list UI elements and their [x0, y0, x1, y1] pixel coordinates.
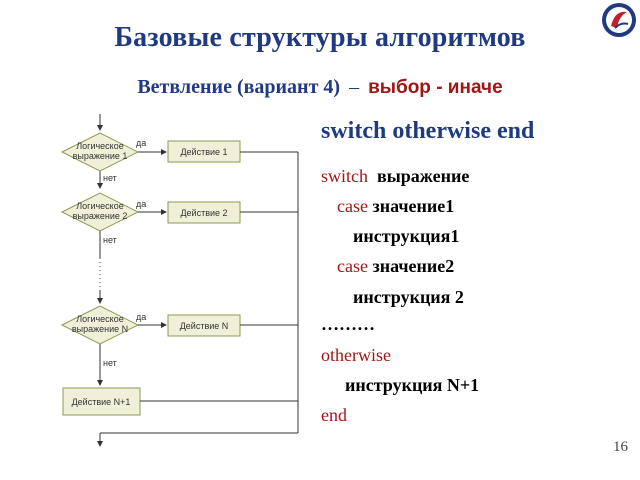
code-line-4: case значение2 — [337, 256, 454, 277]
code-line-3: инструкция1 — [353, 226, 460, 246]
code-line-7: otherwise — [321, 345, 391, 366]
decision-2-line2: выражение 2 — [73, 211, 128, 221]
decision-2-line1: Логическое — [76, 201, 123, 211]
kw-end: end — [321, 405, 347, 425]
subtitle: Ветвление (вариант 4) – выбор - иначе — [0, 76, 640, 99]
action-n-label: Действие N — [180, 321, 229, 331]
code-line-2: case значение1 — [337, 196, 454, 217]
yes-label-2: да — [136, 199, 146, 209]
decision-1-line2: выражение 1 — [73, 151, 128, 161]
action-2-label: Действие 2 — [180, 208, 227, 218]
kw-otherwise: otherwise — [321, 345, 391, 365]
code-expression: выражение — [377, 166, 470, 186]
no-label-n: нет — [103, 358, 117, 368]
code-value-1: значение1 — [372, 196, 455, 216]
code-line-5: инструкция 2 — [353, 287, 464, 307]
kw-case-2: case — [337, 256, 368, 276]
page-number: 16 — [613, 439, 628, 455]
kw-switch: switch — [321, 166, 368, 186]
decision-n-line1: Логическое — [76, 314, 123, 324]
subtitle-main: Ветвление (вариант 4) — [137, 76, 341, 98]
action-n1 — [62, 387, 141, 416]
syntax-heading: switch otherwise end — [321, 118, 535, 144]
yes-label-n: да — [136, 312, 146, 322]
action-1-label: Действие 1 — [180, 147, 227, 157]
action-n1-label: Действие N+1 — [72, 397, 131, 407]
code-line-8: инструкция N+1 — [345, 375, 480, 395]
logo-icon — [602, 3, 636, 37]
code-line-6: ……… — [321, 314, 375, 334]
decision-1-line1: Логическое — [76, 141, 123, 151]
kw-case-1: case — [337, 196, 368, 216]
code-value-2: значение2 — [372, 256, 455, 276]
yes-label-1: да — [136, 138, 146, 148]
no-label-1: нет — [103, 173, 117, 183]
subtitle-dash: – — [349, 76, 360, 98]
subtitle-keywords: выбор - иначе — [368, 77, 503, 98]
decision-n-line2: выражение N — [72, 324, 128, 334]
no-label-2: нет — [103, 235, 117, 245]
code-line-9: end — [321, 405, 347, 426]
page-title: Базовые структуры алгоритмов — [114, 22, 526, 53]
code-line-1: switch выражение — [321, 166, 469, 187]
